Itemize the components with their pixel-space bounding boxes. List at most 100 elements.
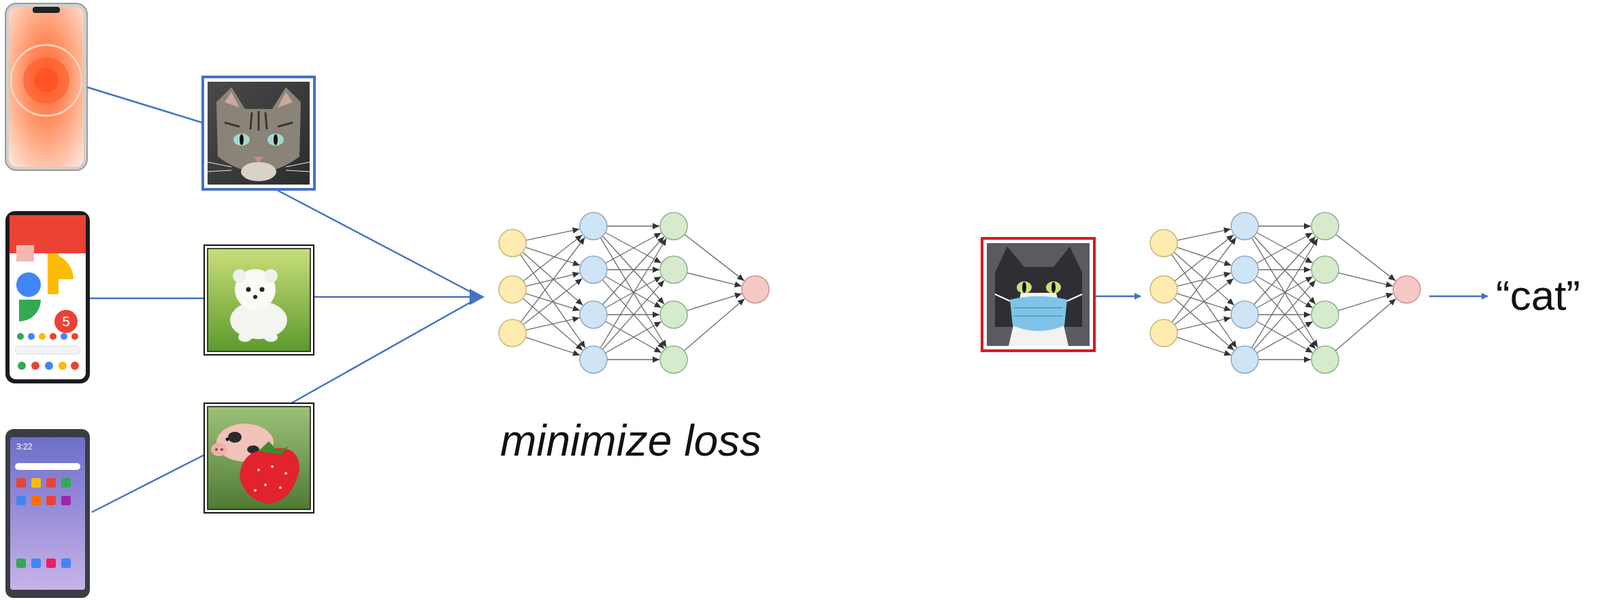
network-weight xyxy=(602,280,665,350)
network-weight xyxy=(1177,317,1232,331)
neuron xyxy=(1311,212,1339,240)
neural-network xyxy=(498,212,770,373)
network-weight xyxy=(519,253,586,348)
pig-photo xyxy=(204,402,314,513)
neuron xyxy=(579,300,608,329)
neuron xyxy=(1311,300,1339,329)
network-weight xyxy=(522,251,583,305)
neuron xyxy=(1231,345,1259,373)
network-weight xyxy=(1177,228,1232,241)
neuron xyxy=(1311,255,1339,284)
neuron xyxy=(1150,229,1178,257)
network-weight xyxy=(607,268,660,270)
neuron xyxy=(660,212,688,240)
network-weight xyxy=(523,234,583,282)
network-weight xyxy=(1256,232,1313,263)
arrow-head xyxy=(737,298,746,306)
neuron xyxy=(579,212,608,240)
arrow-head xyxy=(1223,349,1232,356)
network-weight xyxy=(1253,279,1316,349)
arrow-head xyxy=(572,259,580,267)
arrow-head xyxy=(654,232,662,239)
network-weight xyxy=(602,279,665,349)
arrow-head xyxy=(1311,238,1318,246)
neuron xyxy=(741,275,770,303)
arrow-head xyxy=(1305,232,1313,239)
arrow-head xyxy=(657,341,665,349)
arrow-head xyxy=(652,223,660,230)
screen-text: 5 xyxy=(61,313,70,329)
network-weight xyxy=(520,237,585,322)
network-weight xyxy=(1335,234,1396,281)
arrow-head xyxy=(578,237,586,246)
neuron xyxy=(579,345,608,373)
arrow-head xyxy=(1305,346,1313,353)
network-weight xyxy=(605,321,661,353)
neuron xyxy=(579,255,608,284)
arrow-head xyxy=(1303,356,1311,363)
network-weight xyxy=(526,228,580,241)
arrow-head xyxy=(657,296,665,304)
neuron xyxy=(1393,275,1421,303)
cat-photo xyxy=(202,76,315,190)
arrow-head xyxy=(737,273,745,281)
network-weight xyxy=(1337,272,1393,286)
network-weight xyxy=(1258,225,1311,226)
arrow-head xyxy=(572,227,580,234)
arrow-head xyxy=(469,288,485,305)
network-weight xyxy=(526,317,580,331)
arrow-head xyxy=(652,311,660,318)
network-weight xyxy=(1335,298,1396,351)
network-weight xyxy=(1256,321,1313,353)
neuron xyxy=(1150,319,1178,347)
phone-icon xyxy=(5,428,90,598)
neuron xyxy=(1231,300,1259,329)
neural-network xyxy=(1150,212,1421,373)
network-weight xyxy=(525,247,580,265)
arrow-head xyxy=(1308,280,1316,288)
network-weight xyxy=(1174,278,1234,325)
arrow-head xyxy=(734,292,742,299)
network-weight xyxy=(1256,232,1313,263)
network-weight xyxy=(600,237,667,348)
network-weight xyxy=(1171,237,1236,322)
network-weight xyxy=(525,336,580,355)
arrow-head xyxy=(1388,273,1396,281)
arrow-head xyxy=(575,278,583,286)
arrow-head xyxy=(1223,259,1232,267)
network-weight xyxy=(523,278,583,325)
output-label: “cat” xyxy=(1495,272,1581,319)
neuron xyxy=(1231,255,1259,284)
arrow-head xyxy=(652,356,660,363)
network-weight xyxy=(686,272,742,286)
network-weight xyxy=(1258,268,1311,270)
network-weight xyxy=(602,236,664,305)
arrow-head xyxy=(652,266,660,273)
screen-text: 3:22 xyxy=(16,442,32,452)
network-weight xyxy=(1251,238,1318,348)
arrow-head xyxy=(1226,278,1234,286)
network-weight xyxy=(1173,298,1234,350)
neural-network xyxy=(498,212,1421,373)
arrow-head xyxy=(1385,281,1394,288)
network-weight xyxy=(605,232,662,263)
arrow-head xyxy=(572,271,580,278)
neuron xyxy=(660,345,688,373)
masked-cat-photo xyxy=(982,238,1095,351)
network-weight xyxy=(1258,358,1311,360)
arrow-head xyxy=(1305,276,1313,283)
arrow-head xyxy=(1308,341,1316,349)
network-weight xyxy=(1173,251,1234,305)
arrow-head xyxy=(654,346,662,353)
arrow-head xyxy=(575,298,583,305)
network-weight xyxy=(1174,234,1234,282)
neuron xyxy=(660,300,688,329)
neuron xyxy=(1231,212,1259,240)
network-weight xyxy=(684,234,745,281)
network-weight xyxy=(1251,237,1318,348)
arrow-head xyxy=(1223,227,1232,234)
arrow-head xyxy=(572,315,580,322)
network-weight xyxy=(605,232,662,263)
arrow-head xyxy=(1303,311,1311,318)
